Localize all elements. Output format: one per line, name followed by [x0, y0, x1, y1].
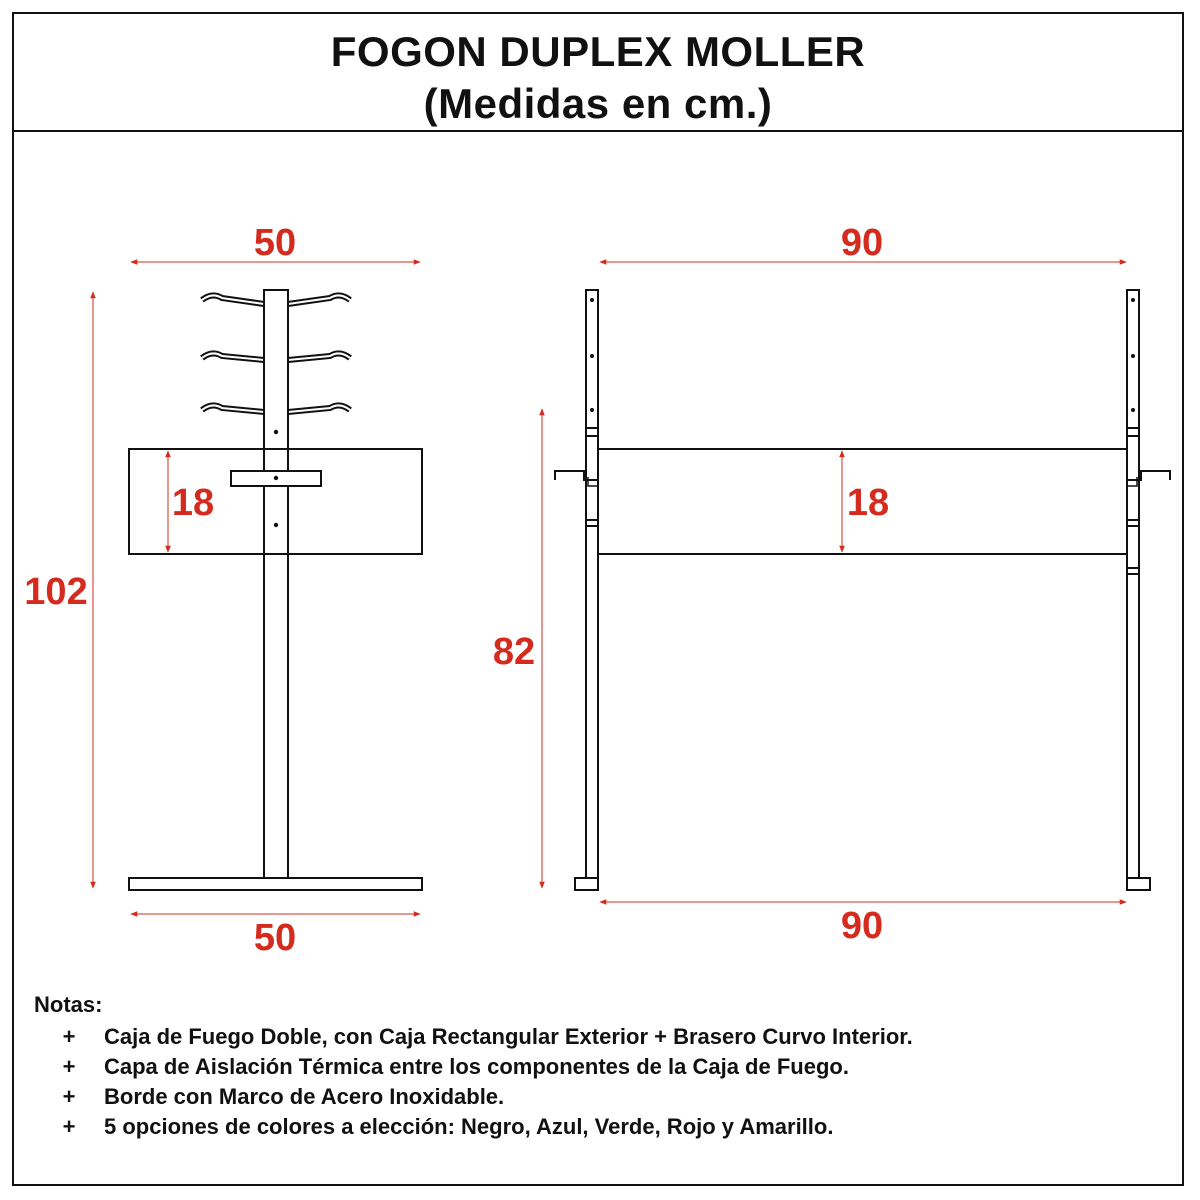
- side-screw-1: [273, 429, 279, 435]
- side-base: [128, 877, 423, 891]
- side-post: [263, 289, 289, 879]
- front-left-leg: [585, 289, 599, 879]
- side-hook-bottom-inner: [201, 404, 351, 413]
- front-right-leg: [1126, 289, 1140, 879]
- note-bullet: +: [62, 1114, 76, 1139]
- note-bullet: +: [62, 1024, 76, 1049]
- note-text: 5 opciones de colores a elección: Negro,…: [104, 1114, 834, 1139]
- side-post-overlay: [263, 448, 289, 555]
- notes-title: Notas:: [34, 992, 103, 1017]
- page-title: FOGON DUPLEX MOLLER: [330, 28, 866, 75]
- side-view: [128, 289, 423, 891]
- front-right-foot: [1126, 877, 1151, 891]
- side-hook-middle-inner: [201, 352, 351, 361]
- title-block: FOGON DUPLEX MOLLER (Medidas en cm.): [14, 14, 1182, 132]
- side-bottom-width-label: 50: [254, 917, 296, 959]
- front-leg-height-label: 82: [493, 631, 535, 673]
- front-bottom-width-label: 90: [841, 905, 883, 947]
- front-box-height-label: 18: [847, 482, 889, 524]
- side-hook-top-inner: [201, 294, 351, 305]
- drawing-frame: FOGON DUPLEX MOLLER (Medidas en cm.): [12, 12, 1184, 1186]
- notes-section: Notas: + Caja de Fuego Doble, con Caja R…: [34, 990, 1154, 1142]
- note-item: + 5 opciones de colores a elección: Negr…: [34, 1112, 1154, 1142]
- front-view-dimensions: [539, 259, 1127, 905]
- note-item: + Borde con Marco de Acero Inoxidable.: [34, 1082, 1154, 1112]
- side-top-width-label: 50: [254, 222, 296, 264]
- side-view-dimensions: [90, 259, 421, 917]
- front-top-width-label: 90: [841, 222, 883, 264]
- note-text: Borde con Marco de Acero Inoxidable.: [104, 1084, 505, 1109]
- note-item: + Capa de Aislación Térmica entre los co…: [34, 1052, 1154, 1082]
- page-subtitle: (Medidas en cm.): [423, 80, 773, 127]
- side-screw-3: [273, 522, 279, 528]
- note-item: + Caja de Fuego Doble, con Caja Rectangu…: [34, 1022, 1154, 1052]
- note-text: Caja de Fuego Doble, con Caja Rectangula…: [104, 1024, 913, 1049]
- side-screw-2: [273, 475, 279, 481]
- front-fire-box: [597, 448, 1128, 555]
- side-box-height-label: 18: [172, 482, 214, 524]
- note-text: Capa de Aislación Térmica entre los comp…: [104, 1054, 849, 1079]
- front-view: [554, 289, 1171, 891]
- front-left-foot: [574, 877, 599, 891]
- side-height-label: 102: [24, 571, 87, 613]
- note-bullet: +: [62, 1054, 76, 1079]
- note-bullet: +: [62, 1084, 76, 1109]
